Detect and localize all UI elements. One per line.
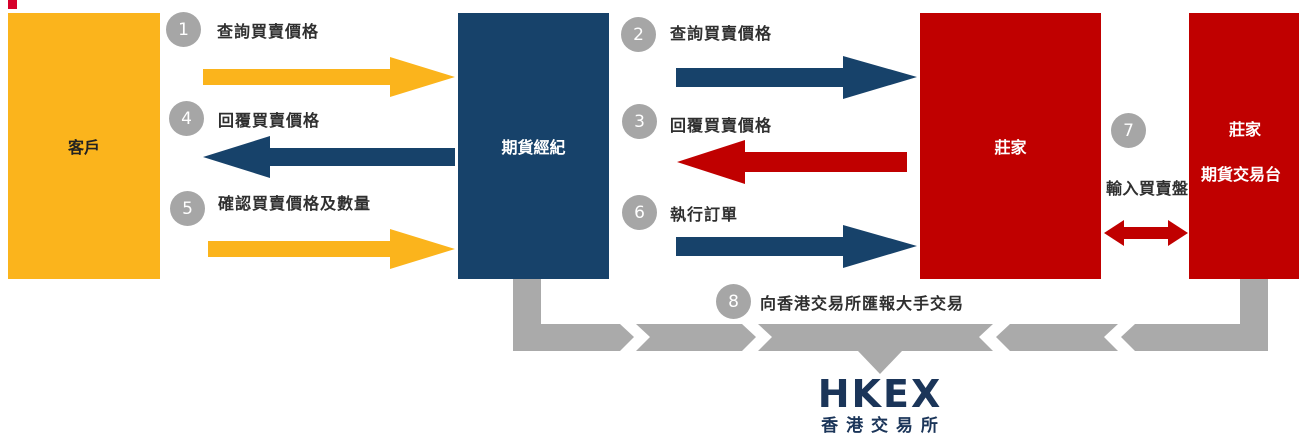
flow-broker-down — [513, 279, 541, 325]
flow-desk-down — [1240, 279, 1268, 325]
hkex-logo-subtitle: 香 港 交 易 所 — [821, 416, 939, 436]
step-2-circle: 2 — [621, 17, 656, 52]
dealer-label: 莊家 — [994, 138, 1027, 157]
dealer-desk-box: 莊家 期貨交易台 — [1189, 13, 1299, 279]
arrow-step1 — [203, 57, 455, 97]
client-box: 客戶 — [8, 13, 160, 279]
step-3-circle: 3 — [622, 104, 657, 139]
flow-left-seg1 — [1121, 324, 1268, 351]
flow-left-seg2 — [996, 324, 1118, 351]
step-5-circle: 5 — [170, 191, 205, 226]
dealer-desk-line1: 莊家 — [1229, 120, 1262, 139]
flow-down-arrow — [858, 351, 902, 374]
step-1-circle: 1 — [166, 12, 201, 47]
arrow-step6 — [676, 225, 917, 268]
step-4-label: 回覆買賣價格 — [218, 111, 321, 130]
step-7-circle: 7 — [1111, 113, 1146, 148]
arrow-step3 — [677, 140, 907, 184]
broker-box: 期貨經紀 — [458, 13, 609, 279]
step-1-label: 查詢買賣價格 — [217, 22, 320, 41]
step-2-label: 查詢買賣價格 — [670, 24, 773, 43]
step-6-circle: 6 — [622, 195, 657, 230]
flow-right-seg3 — [758, 324, 862, 351]
step-6-label: 執行訂單 — [670, 205, 739, 224]
corner-marker — [8, 0, 17, 9]
hkex-logo-text: HKEX — [817, 372, 943, 416]
step-5-label: 確認買賣價格及數量 — [218, 194, 372, 213]
arrow-step2 — [676, 56, 917, 99]
step-8-circle: 8 — [716, 284, 751, 319]
flow-right-seg1 — [513, 324, 634, 351]
step-7-label: 輸入買賣盤 — [1106, 179, 1189, 198]
client-label: 客戶 — [67, 138, 100, 157]
dealer-desk-line2: 期貨交易台 — [1201, 165, 1282, 184]
hkex-logo: HKEX 香 港 交 易 所 — [800, 374, 960, 444]
broker-label: 期貨經紀 — [501, 138, 566, 157]
step-8-label: 向香港交易所匯報大手交易 — [760, 294, 965, 313]
step-3-label: 回覆買賣價格 — [670, 116, 773, 135]
dealer-box: 莊家 — [920, 13, 1101, 279]
arrow-step7 — [1104, 220, 1188, 246]
step-4-circle: 4 — [169, 101, 204, 136]
arrow-step4 — [203, 136, 455, 178]
flow-right-seg2 — [636, 324, 756, 351]
arrow-step5 — [208, 229, 455, 269]
flow-left-seg3 — [862, 324, 993, 351]
